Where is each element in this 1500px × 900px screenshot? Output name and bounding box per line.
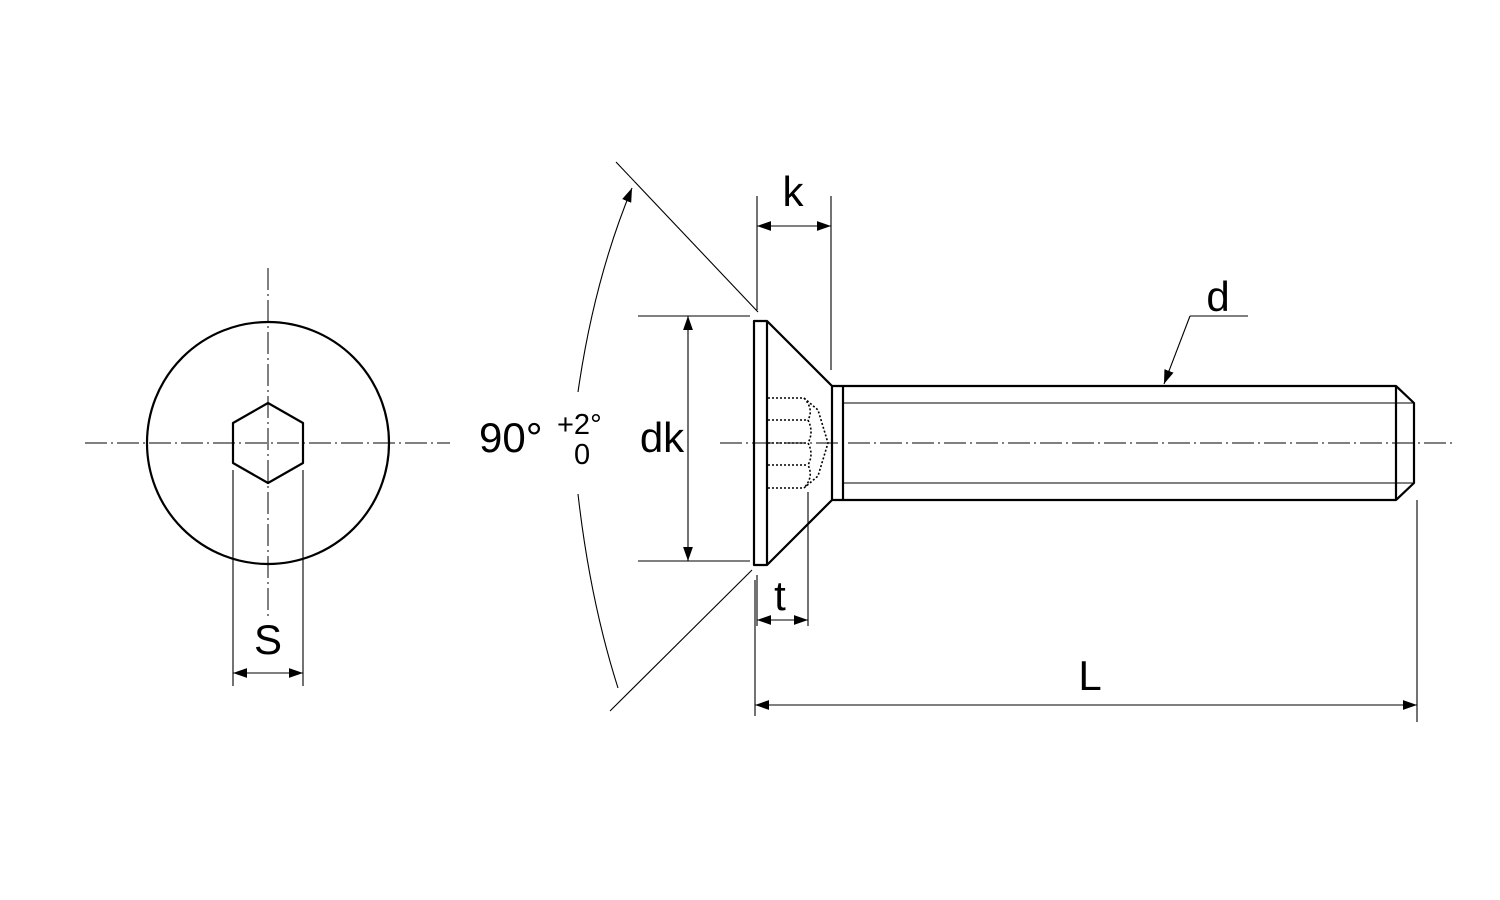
- angle-tolerance-lower: 0: [574, 439, 590, 471]
- d-leader-line: [1163, 315, 1191, 385]
- angle-arc-upper: [577, 187, 633, 393]
- side-view: dk k t d L: [638, 168, 1455, 722]
- s-label: S: [254, 616, 282, 663]
- angle-extension-lower: [609, 569, 753, 712]
- hex-socket: [231, 401, 305, 485]
- angle-arc-lower: [577, 493, 619, 689]
- head-outline-circle: [145, 320, 391, 566]
- angle-extension-upper: [615, 161, 759, 313]
- dk-label: dk: [640, 414, 685, 461]
- t-label: t: [774, 572, 786, 619]
- threaded-shank: [832, 384, 1416, 502]
- end-view: S: [85, 268, 450, 686]
- angle-dimension: 90° +2° 0: [479, 161, 759, 712]
- k-label: k: [783, 168, 805, 215]
- hex-socket-hidden-lines: [768, 397, 829, 489]
- angle-value: 90°: [479, 414, 543, 461]
- l-label: L: [1078, 652, 1101, 699]
- d-label: d: [1206, 273, 1229, 320]
- angle-tolerance-upper: +2°: [557, 409, 602, 441]
